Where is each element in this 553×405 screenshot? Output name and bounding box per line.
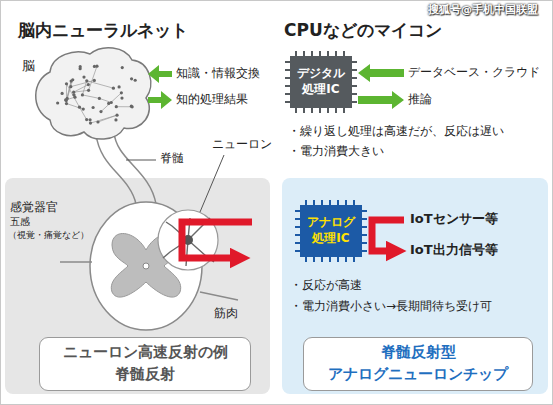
part-name: 感覚器官 [10,200,58,215]
brain [36,48,151,139]
arrow-label: 知識・情報交換 [176,66,260,81]
note: ・繰り返し処理は高速だが、反応は遅い [288,124,504,139]
watermark: 搜狐号@手机中国联盟 [428,3,538,17]
signal-name: IoT出力信号等 [410,242,498,258]
part-name: （視覚・痛覚など） [8,230,89,241]
note: ・電力消費大きい [288,144,384,159]
node-text: 脊髄反射型 [381,342,456,364]
neural-net [56,65,137,125]
panel-title: CPUなどのマイコン [284,20,442,41]
output-arrow [358,91,404,109]
blue-panel [282,178,548,394]
node-text: アナログニューロンチップ [328,364,508,386]
brain-stem [114,132,156,204]
signal-name: IoTセンサー等 [410,211,498,227]
panel-title: 脳内ニューラルネット [18,20,188,41]
analog-ic-chip: アナログ 処理IC [300,205,362,257]
gray-panel [5,178,270,394]
nerve [60,261,92,263]
part-name: ニューロン [212,137,272,152]
part-name: 脊髄 [160,151,184,166]
central-canal [143,263,149,269]
input-arrow [358,64,404,82]
node-text: 脊髄反射 [115,364,175,386]
part-name: 五感 [10,216,30,229]
node-text: デジタル 処理IC [297,66,345,97]
digital-ic-chip: デジタル 処理IC [290,56,352,108]
node-text: アナログ 処理IC [307,215,355,246]
arrow-label: データベース・クラウド [408,65,540,80]
arrow-label: 知的処理結果 [176,92,248,107]
leader-line [200,155,224,212]
arrow-label: 推論 [408,92,432,107]
note: ・反応が高速 [290,278,362,293]
part-name: 脳 [22,58,35,74]
part-name: 筋肉 [214,306,238,321]
caption-box: ニューロン高速反射の例脊髄反射 [39,337,251,391]
reflex-arrow [372,220,404,251]
nerve [200,292,238,300]
input-arrow [148,65,172,83]
node-text: ニューロン高速反射の例 [63,342,228,364]
leader-line [126,160,156,161]
brain-stem [96,134,136,204]
note: ・電力消費小さい→長期間待ち受け可 [290,299,492,314]
caption-box: 脊髄反射型アナログニューロンチップ [303,337,533,391]
output-arrow [148,91,172,109]
reflex-arrow [182,222,252,258]
